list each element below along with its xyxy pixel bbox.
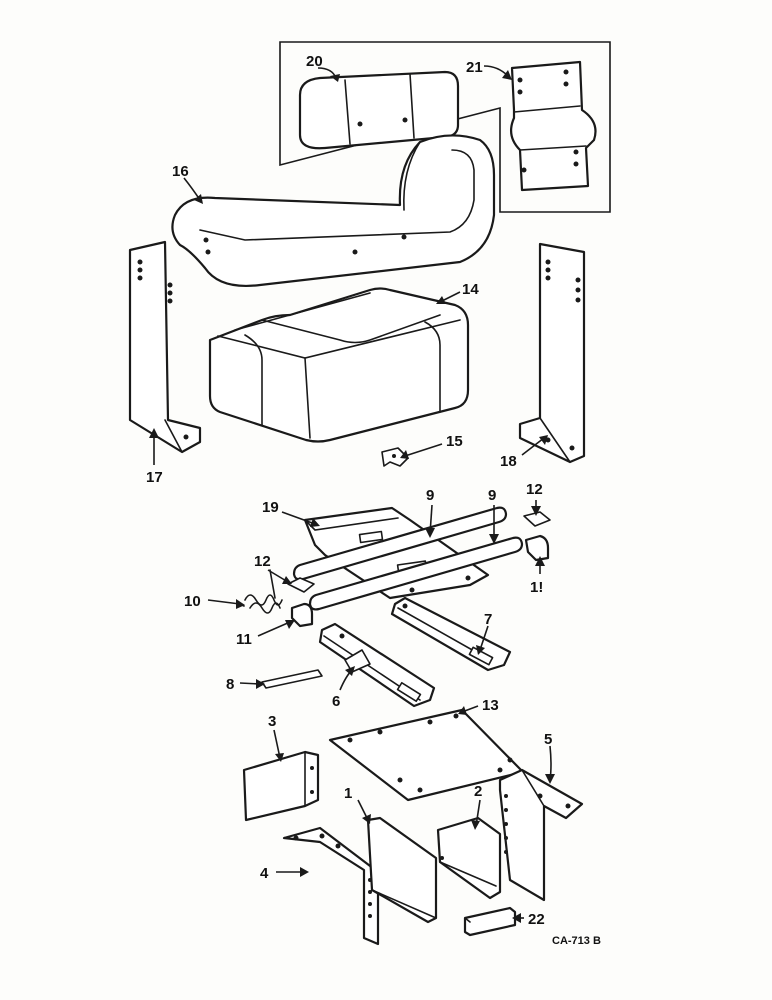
latch-rod-part [261,669,323,689]
callout-18: 18 [500,453,517,470]
callout-11b: 1! [530,579,543,596]
callout-8: 8 [226,676,234,693]
callout-9b: 9 [488,487,496,504]
backrest-bracket-part [509,60,597,192]
figure-code: CA-713 B [552,935,601,947]
small-cover-part [463,906,517,937]
spring-part [239,569,283,614]
callout-10: 10 [184,593,201,610]
left-side-bracket-part [128,240,202,454]
callout-12a: 12 [254,553,271,570]
callout-14: 14 [462,281,479,298]
callout-11a: 11 [236,631,252,648]
callout-9a: 9 [426,487,434,504]
callout-22: 22 [528,911,545,928]
rear-panel-part [366,816,438,924]
center-panel-part [436,816,502,900]
callout-13: 13 [482,697,499,714]
callout-19: 19 [262,499,279,516]
backrest-wrap-part [171,134,496,287]
clip-parts [290,534,550,628]
inset-frame [279,41,611,213]
right-support-part [498,768,584,902]
callout-17: 17 [146,469,163,486]
callout-3: 3 [268,713,276,730]
pad-parts [287,511,551,593]
callout-5: 5 [544,731,552,748]
callout-4: 4 [260,865,269,882]
backrest-cushion-part [298,70,460,150]
callout-6: 6 [332,693,340,710]
left-slide-rail-part [318,622,436,708]
left-support-part [282,826,380,946]
base-plate-part [328,708,525,802]
cushion-clip-part [381,447,409,467]
callout-15: 15 [446,433,463,450]
callout-21: 21 [466,59,483,76]
tube-parts [292,506,524,611]
callout-labels: 20 21 16 14 15 17 18 19 9 9 12 1! 12 10 … [146,53,601,947]
callout-20: 20 [306,53,323,70]
callout-16: 16 [172,163,189,180]
seat-cushion-part [208,287,470,443]
callout-1: 1 [344,785,352,802]
left-bracket-upper-part [242,750,320,822]
callout-7: 7 [484,611,492,628]
right-slide-rail-part [390,596,512,672]
leader-lines [149,65,555,923]
right-side-bracket-part [518,242,586,464]
callout-12b: 12 [526,481,543,498]
callout-2: 2 [474,783,482,800]
